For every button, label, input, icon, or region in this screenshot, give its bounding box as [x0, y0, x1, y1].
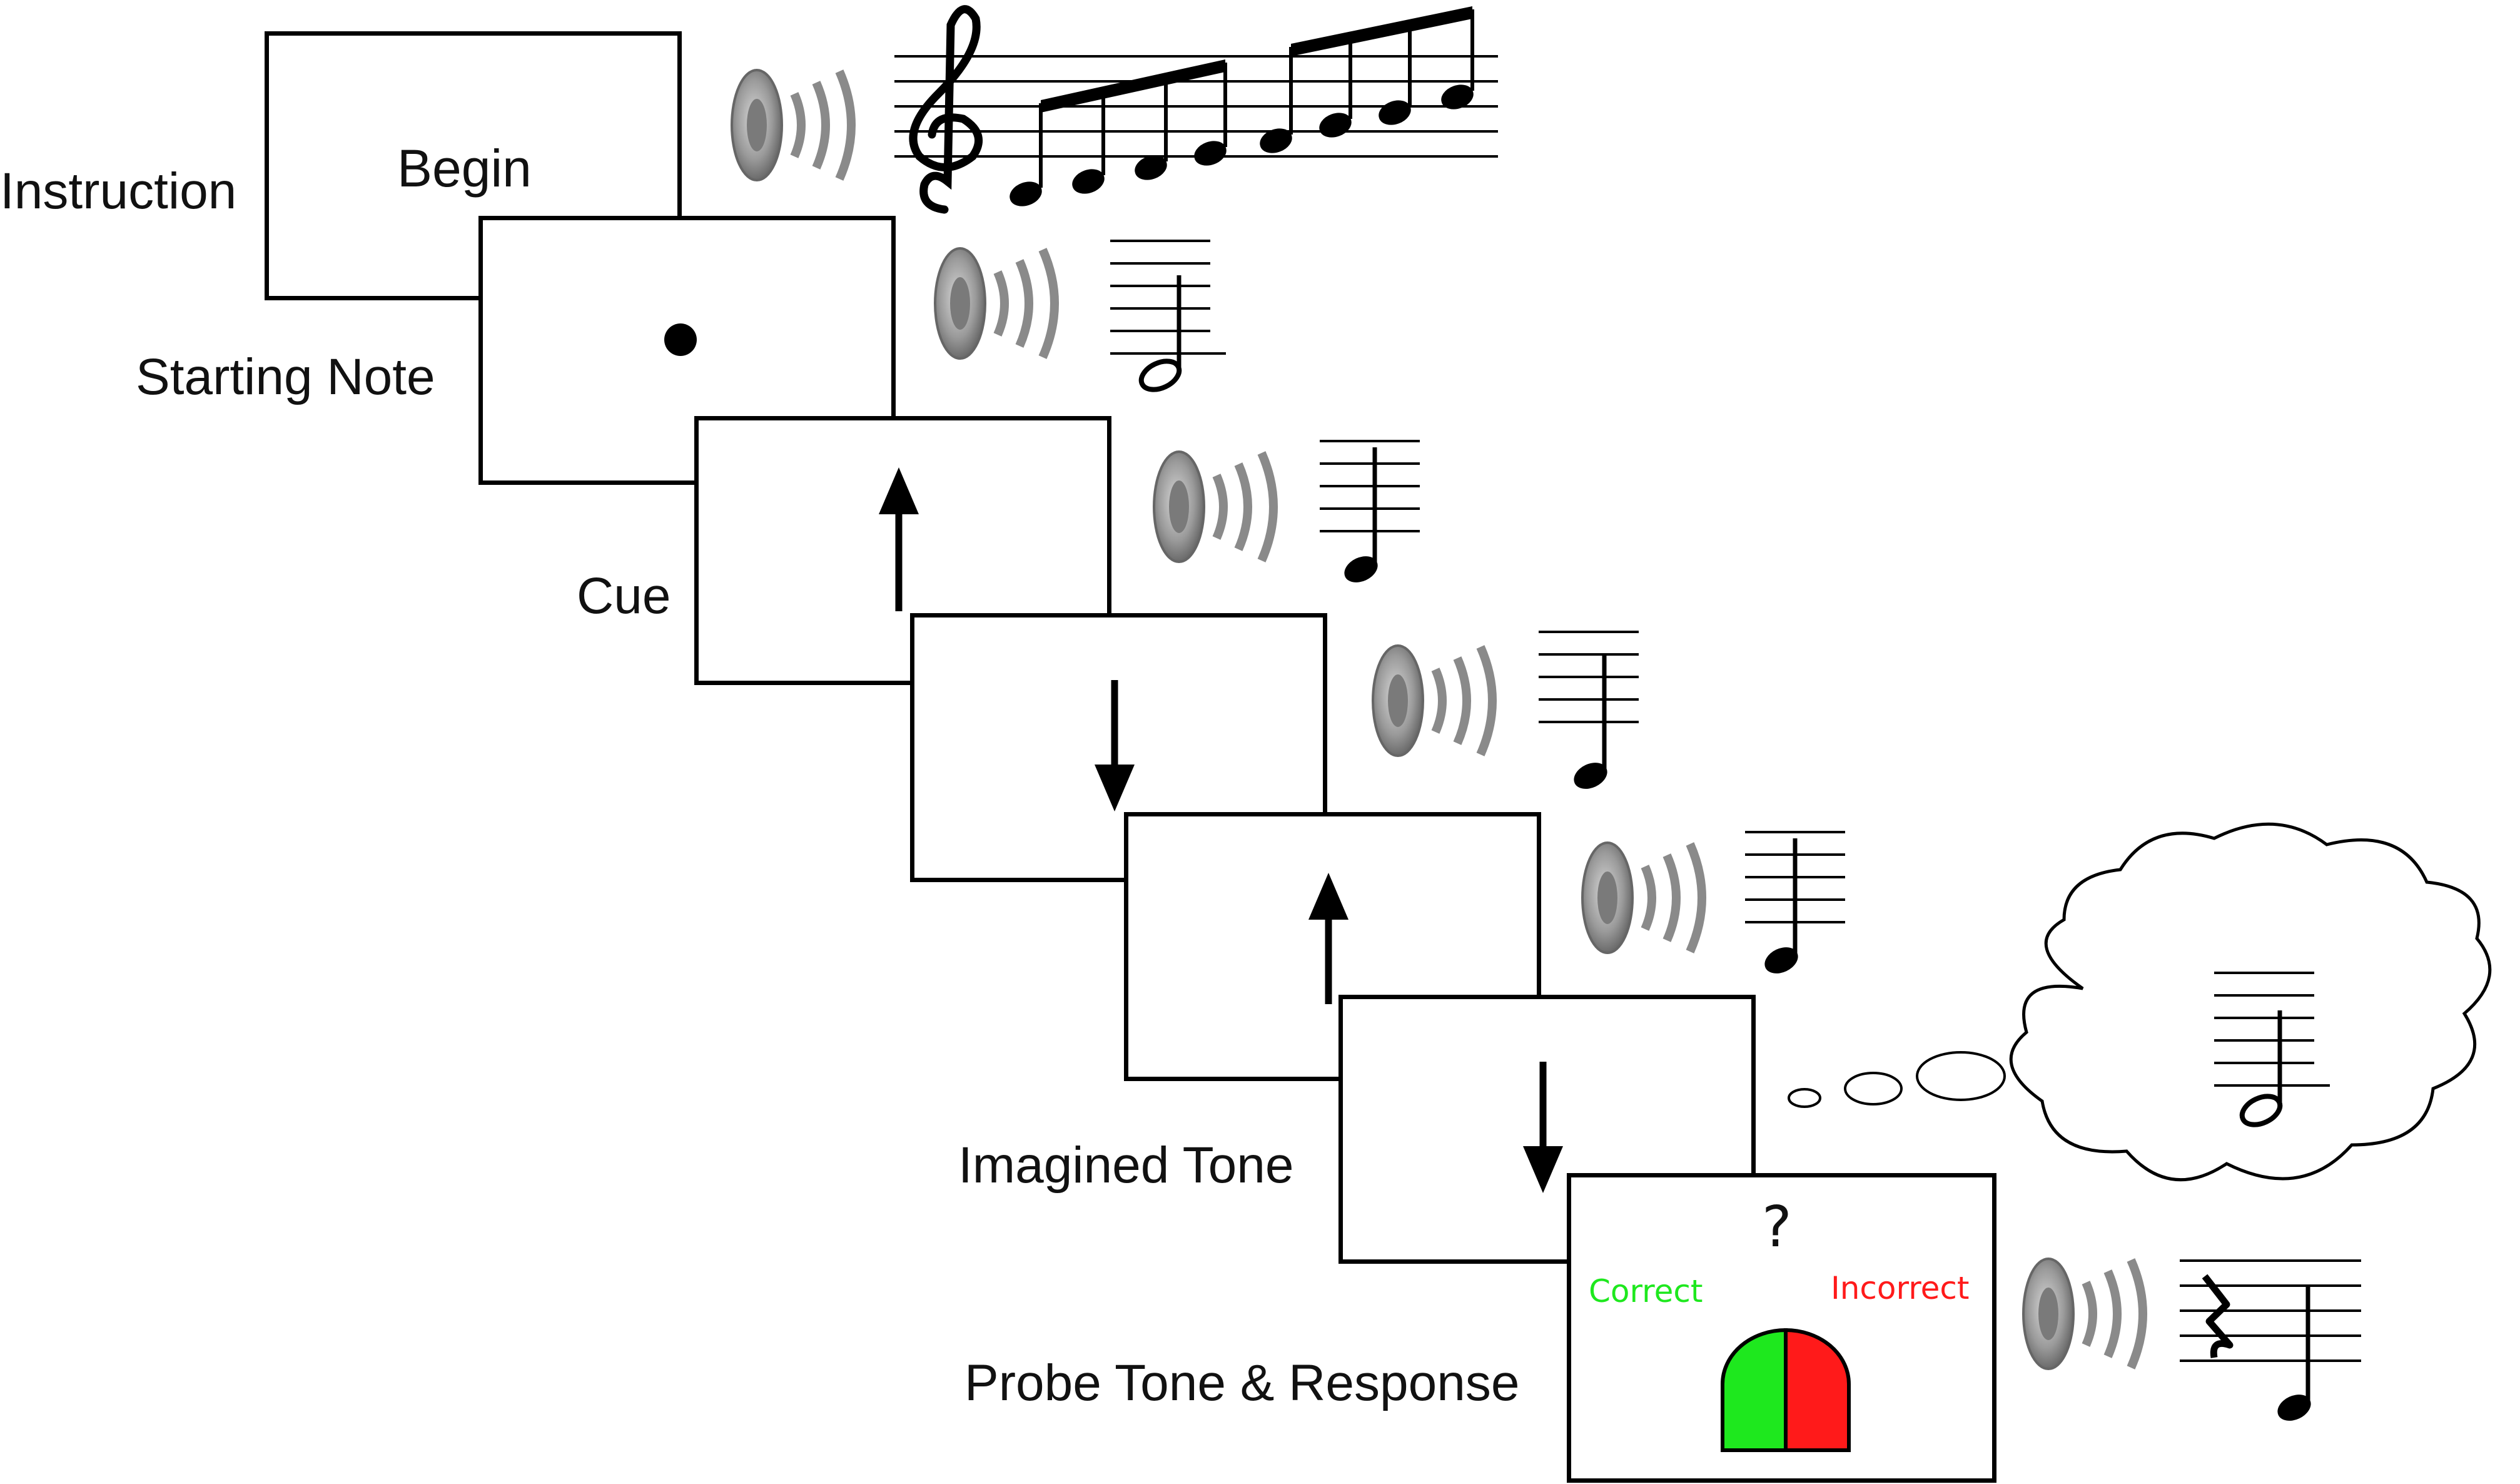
- speaker-icon: [1582, 843, 1702, 953]
- scale-staff: [894, 5, 1498, 214]
- speaker-icon: [2023, 1259, 2143, 1369]
- probe-question: ?: [1762, 1194, 1792, 1260]
- instruction-screen: Begin: [265, 31, 682, 300]
- quarter-note-staff: [1744, 831, 1846, 978]
- quarter-note-staff: [1318, 440, 1421, 587]
- half-note-staff: [1109, 240, 1226, 392]
- up-arrow-icon: [1308, 873, 1349, 1004]
- thought-bubble-icon: [1788, 822, 2492, 1182]
- probe-response-screen: ? Correct Incorrect: [1567, 1173, 1996, 1483]
- instruction-text: Begin: [397, 139, 532, 198]
- speaker-icon: [732, 70, 851, 180]
- response-button: [1721, 1328, 1851, 1452]
- speaker-icon: [1373, 646, 1492, 756]
- label-probe: Probe Tone & Response: [964, 1354, 1520, 1411]
- incorrect-label: Incorrect: [1831, 1270, 1970, 1306]
- down-arrow-icon: [1523, 1062, 1563, 1193]
- speaker-icon: [935, 248, 1055, 358]
- label-imagined-tone: Imagined Tone: [958, 1137, 1294, 1194]
- correct-label: Correct: [1589, 1273, 1703, 1309]
- treble-clef-icon: [909, 5, 983, 214]
- quarter-note-staff: [1537, 631, 1640, 794]
- speaker-icon: [1154, 452, 1273, 562]
- label-cue: Cue: [577, 567, 671, 624]
- probe-staff: [2180, 1259, 2361, 1426]
- label-instruction: Instruction: [0, 163, 237, 220]
- label-starting-note: Starting Note: [136, 348, 435, 405]
- down-arrow-icon: [1095, 680, 1135, 811]
- quarter-rest-icon: [2202, 1274, 2234, 1358]
- up-arrow-icon: [879, 467, 919, 611]
- fixation-dot: [664, 323, 697, 356]
